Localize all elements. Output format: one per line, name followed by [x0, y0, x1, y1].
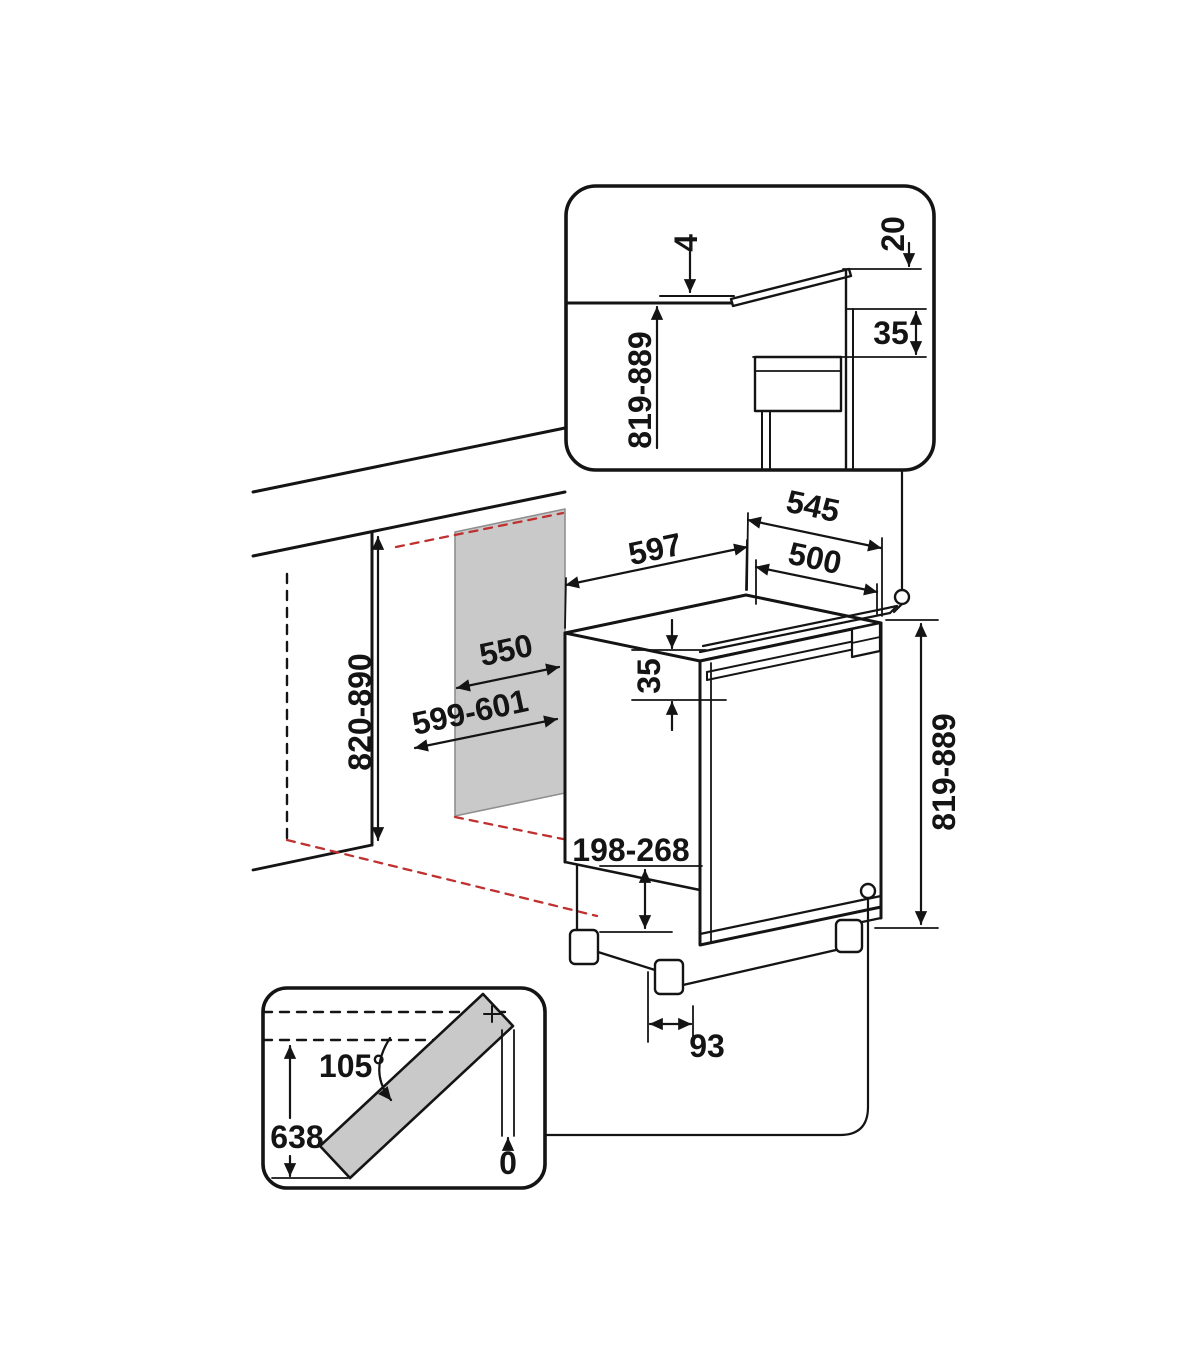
label-width: 597 [625, 526, 685, 572]
dim-198-268 [599, 865, 703, 933]
label-depth-total: 545 [783, 483, 843, 529]
dim-599-601 [413, 715, 559, 752]
rear-recess-box [753, 355, 843, 413]
body-bottom-edge [563, 860, 702, 892]
appliance-unit [563, 593, 899, 947]
angle-arc [378, 1036, 393, 1102]
label-top-edge: 35 [631, 658, 667, 694]
detail-leaders [544, 468, 911, 1137]
foot-icon [653, 958, 685, 996]
appliance-base [568, 863, 883, 996]
swing-dimensions [271, 1029, 515, 1179]
dim-819-889 [874, 619, 939, 929]
worktop-top-edge [251, 426, 567, 494]
dim-500 [754, 559, 879, 615]
dimensions [371, 512, 939, 1047]
lid-tip [888, 604, 899, 615]
inset-dimensions [650, 241, 923, 450]
label-recess-height: 35 [873, 315, 909, 351]
foot-icon [568, 928, 600, 966]
label-door-length: 638 [270, 1119, 323, 1155]
dim-597 [564, 539, 749, 629]
top-detail-inset [564, 184, 936, 472]
door-swing-inset [261, 986, 547, 1190]
detail-marker-bottom [859, 882, 877, 900]
door-grip-upper [706, 636, 875, 673]
label-door-angle: 105° [319, 1048, 385, 1084]
door-grip-lower [706, 644, 875, 681]
foot-icon [834, 918, 864, 954]
label-niche-height: 820-890 [342, 653, 378, 770]
appliance-door [698, 621, 883, 947]
label-install-height: 819-889 [622, 331, 658, 448]
label-worktop-gap: 4 [668, 234, 704, 252]
label-side-clearance: 0 [499, 1145, 517, 1181]
dim-93 [647, 971, 694, 1047]
worktop-bottom-edge [251, 490, 567, 558]
lid-edge-lower [698, 611, 892, 654]
detail-marker-top [893, 588, 911, 606]
cabinet-floor-edge [251, 843, 374, 872]
projection-lines [285, 511, 599, 918]
label-foot-offset: 93 [689, 1028, 725, 1064]
tilted-lid [729, 267, 853, 308]
door-bottom-line [698, 894, 883, 936]
label-lid-clearance: 20 [875, 216, 911, 252]
lid-edge-upper [701, 604, 899, 648]
open-door [318, 992, 515, 1180]
label-plinth-height: 198-268 [572, 832, 689, 868]
dim-550 [455, 663, 561, 692]
dim-35-top [631, 618, 727, 732]
label-height: 819-889 [926, 713, 962, 830]
